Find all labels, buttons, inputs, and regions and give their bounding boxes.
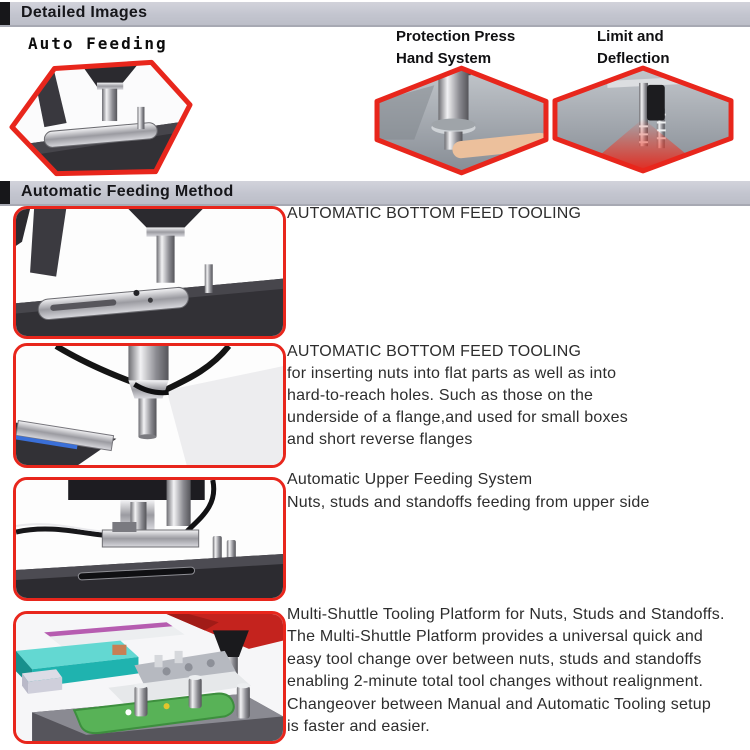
tool-slide [16,419,115,452]
top-plate [44,622,185,647]
auto-feeding-label: Auto Feeding [28,34,168,53]
auto-feeding-hex-photo [8,58,194,178]
automatic-feeding-method-title: Automatic Feeding Method [21,183,234,200]
teal-feeder-rail [16,640,139,670]
row1-text: AUTOMATIC BOTTOM FEED TOOLING [287,205,582,222]
header-bar-left-cap [0,2,10,25]
protection-press-hex-photo [374,65,549,176]
post-cylinder [236,685,250,719]
detailed-images-header-bar: Detailed Images [0,2,750,27]
bottom-feed-tooling-photo [13,206,286,339]
press-cone [82,62,140,87]
blue-strip [16,435,78,450]
limit-deflection-sensor-illustration [552,65,734,174]
post-cylinder [188,677,202,709]
press-cone [128,209,203,230]
magenta-rail [44,622,173,637]
multi-shuttle-platform-cad [13,611,286,744]
finger [452,132,546,159]
press-ram [102,88,118,122]
tool-carriage [101,529,200,548]
row3-text: Automatic Upper Feeding System Nuts, stu… [287,471,650,511]
hexagon-red-border [9,59,193,177]
limit-deflection-label: Limit and Deflection [597,28,670,67]
post-cylinder [134,685,148,717]
detailed-images-title: Detailed Images [21,4,148,21]
hexagon-red-border [552,65,734,174]
feeder-block [22,669,63,682]
sensor-bracket [607,76,687,88]
bottom-feed-tooling-illustration [16,209,283,336]
press-cone [212,630,249,658]
hexagon-red-border [374,65,549,176]
press-cylinder [128,346,169,381]
machine-column [30,209,67,277]
tool-slide [43,122,158,148]
multi-shuttle-cad-illustration [16,614,283,741]
sensor-rod [639,82,648,147]
base-slot [77,566,196,581]
row4-text: Multi-Shuttle Tooling Platform for Nuts,… [287,606,725,736]
press-cylinder [166,480,191,526]
press-ram [156,235,175,283]
upper-feeding-system-photo [13,477,286,601]
auto-feeding-machine-illustration [9,59,193,177]
header-bar-left-cap [0,181,10,204]
protection-press-label: Protection Press Hand System [396,28,516,67]
sensor-block [646,84,665,121]
upper-feeding-illustration [16,480,283,598]
row2-text: AUTOMATIC BOTTOM FEED TOOLING for insert… [287,343,628,448]
limit-deflection-hex-photo [552,65,734,174]
cable [163,346,232,394]
bottom-feed-closeup-photo [13,343,286,468]
automatic-feeding-method-header-bar: Automatic Feeding Method [0,181,750,206]
bottom-feed-closeup-illustration [16,346,283,465]
press-ram [138,398,157,437]
protection-press-hand-illustration [374,65,549,176]
